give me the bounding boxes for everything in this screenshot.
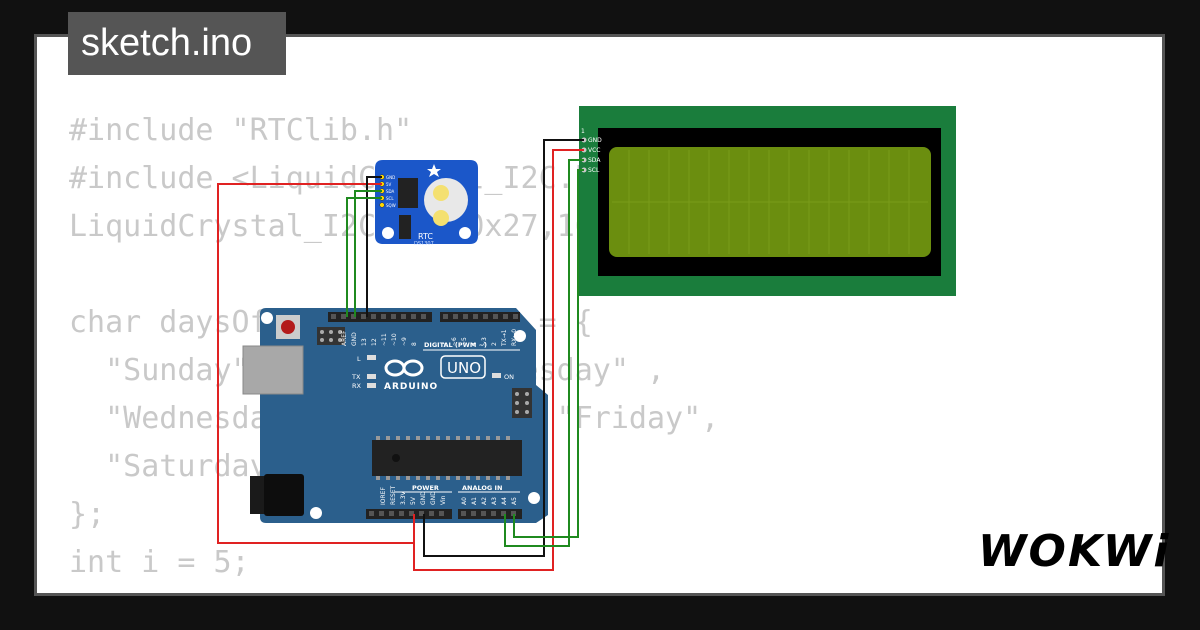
pin-label: GND	[420, 491, 427, 505]
pin-label: 7	[441, 342, 448, 346]
arduino-logo-text: ARDUINO	[384, 382, 438, 392]
pin-label: 13	[361, 338, 368, 346]
digital-label: DIGITAL (PWM ~)	[424, 341, 487, 349]
pin-label: RX←0	[511, 329, 518, 346]
reset-button[interactable]	[281, 320, 295, 334]
led-tx	[367, 374, 376, 379]
led-on	[492, 373, 501, 378]
lcd-pin-label: SCL	[588, 167, 600, 174]
wire-lcd-sda[interactable]	[504, 159, 584, 547]
pin-label: ~10	[391, 333, 398, 346]
rtc-battery-contact	[433, 185, 449, 201]
analog-header[interactable]	[458, 509, 522, 519]
rtc-pin-label: SCL	[386, 196, 394, 201]
rtc-mount-hole	[459, 227, 471, 239]
pin-label: 5V	[410, 496, 417, 505]
rtc-pin-label: SDA	[386, 189, 395, 194]
lcd-pin-label: GND	[588, 137, 602, 144]
mount-hole	[310, 507, 322, 519]
rtc-pin-label: GND	[386, 175, 395, 180]
rtc-battery-contact	[433, 210, 449, 226]
pin-label: GND	[351, 332, 358, 346]
rtc-pin-label: 5V	[386, 182, 392, 187]
led-on-label: ON	[504, 373, 514, 381]
pin-label: RESET	[390, 485, 397, 505]
wire-rtc-gnd[interactable]	[366, 176, 382, 317]
lcd-pin-label: SDA	[588, 157, 601, 164]
led-l-label: L	[357, 355, 361, 363]
pin-label: GND	[430, 491, 437, 505]
lcd-module[interactable]: 1 GND VCC SDA SCL	[579, 106, 956, 296]
code-line: };	[69, 497, 106, 532]
wires	[217, 139, 584, 571]
rtc-mount-hole	[382, 227, 394, 239]
rtc-chip-label: DS1307	[414, 241, 434, 247]
pin-label: ~3	[481, 337, 488, 346]
led-rx	[367, 383, 376, 388]
rtc-pin-label: SQW	[386, 203, 396, 208]
digital-header-left[interactable]	[328, 312, 432, 322]
led-rx-label: RX	[352, 382, 362, 390]
wire-rtc-5v[interactable]	[217, 183, 415, 544]
wire-rtc-sda[interactable]	[354, 190, 382, 317]
pin-label: 12	[371, 338, 378, 346]
mount-hole	[261, 312, 273, 324]
pin-label: A4	[501, 497, 508, 505]
pin-label: 3.3V	[400, 490, 407, 505]
star-logo-icon	[427, 164, 441, 177]
pin-label: A5	[511, 497, 518, 505]
power-jack-barrel	[264, 474, 304, 516]
pin-label: A1	[471, 497, 478, 505]
pin-label: 8	[411, 342, 418, 346]
pin-label: TX→1	[501, 329, 508, 347]
rtc-label: RTC	[418, 232, 433, 241]
pin-label: IOREF	[380, 487, 387, 505]
usb-connector	[242, 345, 304, 395]
pin-label: A0	[461, 497, 468, 505]
pin-label: ~9	[401, 337, 408, 346]
wire-lcd-vcc[interactable]	[413, 149, 584, 571]
led-l	[367, 355, 376, 360]
digital-header-right[interactable]	[440, 312, 520, 322]
analog-label: ANALOG IN	[462, 484, 502, 492]
lcd-pin-label: VCC	[588, 147, 600, 154]
pin-label: AREF	[341, 330, 348, 346]
code-line: int i = 5;	[69, 545, 250, 580]
code-line: #include "RTClib.h"	[69, 113, 413, 148]
mount-hole	[514, 330, 526, 342]
icsp-header-top	[317, 327, 345, 345]
rtc-crystal	[399, 215, 411, 239]
arduino-uno-board[interactable]: AREF GND 13 12 ~11 ~10 ~9 8 7 ~6 ~5 4 ~3…	[242, 308, 548, 523]
rtc-pins[interactable]	[379, 174, 385, 208]
wire-rtc-scl[interactable]	[346, 197, 382, 317]
wire-lcd-scl[interactable]	[513, 169, 584, 538]
pin-label: 4	[471, 342, 478, 346]
uno-badge	[440, 355, 486, 379]
mount-hole	[528, 492, 540, 504]
pin-label: A2	[481, 497, 488, 505]
pin-label: ~11	[381, 333, 388, 346]
rtc-module[interactable]: RTC DS1307 GND 5V SDA SCL SQW	[375, 160, 478, 247]
uno-text: UNO	[447, 359, 481, 377]
pin-label: Vin	[440, 495, 447, 505]
pin-label: 2	[491, 342, 498, 346]
lcd-pin1-label: 1	[581, 128, 585, 135]
power-label: POWER	[412, 484, 439, 492]
pin-label: ~5	[461, 337, 468, 346]
arduino-infinity-logo-icon	[384, 359, 424, 377]
file-tab[interactable]: sketch.ino	[68, 12, 286, 75]
rtc-chip	[398, 178, 418, 208]
pin-label: A3	[491, 497, 498, 505]
wokwi-logo: WOKWi	[978, 526, 1171, 577]
chip-notch	[392, 454, 400, 462]
led-tx-label: TX	[351, 373, 361, 381]
rtc-pin-sqw[interactable]	[379, 202, 385, 208]
lcd-char-grid	[612, 150, 928, 254]
pin-label: ~6	[451, 337, 458, 346]
wire-lcd-gnd[interactable]	[423, 139, 584, 557]
icsp-header-right	[512, 388, 532, 418]
